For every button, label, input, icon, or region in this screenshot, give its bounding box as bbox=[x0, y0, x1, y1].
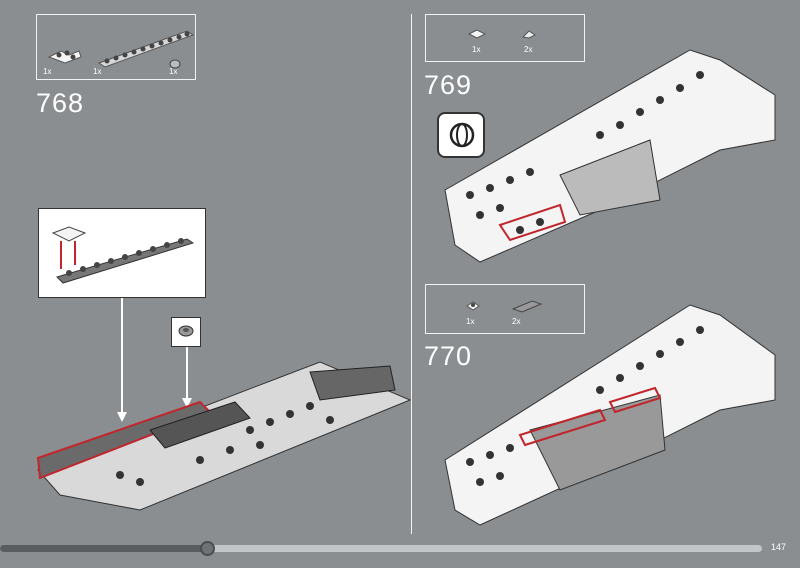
step-number-770: 770 bbox=[424, 341, 473, 371]
part-qty: 1x bbox=[43, 67, 52, 76]
parts-list-768: 1x 1x 1x bbox=[36, 14, 196, 80]
part-round-tile bbox=[169, 59, 181, 69]
part-corner-plate bbox=[47, 50, 82, 64]
page-divider bbox=[411, 14, 412, 534]
rotate-model-icon bbox=[437, 112, 485, 158]
part-qty: 1x bbox=[472, 45, 481, 54]
sub-assembly-callout bbox=[38, 208, 206, 298]
parts-list-770: 1x 2x bbox=[425, 284, 585, 334]
round-tile-illustration bbox=[178, 325, 194, 337]
page-slider-thumb[interactable] bbox=[199, 541, 215, 556]
page-slider[interactable] bbox=[0, 541, 762, 556]
part-round-plate bbox=[466, 301, 480, 311]
page-number: 147 bbox=[771, 542, 787, 552]
step-768-model bbox=[36, 298, 412, 511]
page-slider-progress bbox=[0, 545, 206, 552]
part-long-plate bbox=[97, 30, 195, 68]
parts-list-769: 1x 2x bbox=[425, 14, 585, 62]
part-tile bbox=[511, 300, 543, 313]
step-number-768: 768 bbox=[36, 88, 85, 118]
sub-assembly-illustration bbox=[51, 226, 195, 284]
part-qty: 2x bbox=[512, 317, 521, 326]
part-qty: 2x bbox=[524, 45, 533, 54]
round-tile-callout bbox=[171, 317, 201, 347]
part-qty: 1x bbox=[93, 67, 102, 76]
part-qty: 1x bbox=[466, 317, 475, 326]
part-qty: 1x bbox=[169, 67, 178, 76]
part-slope bbox=[521, 30, 536, 39]
step-number-769: 769 bbox=[424, 70, 473, 100]
part-plate bbox=[467, 29, 487, 39]
